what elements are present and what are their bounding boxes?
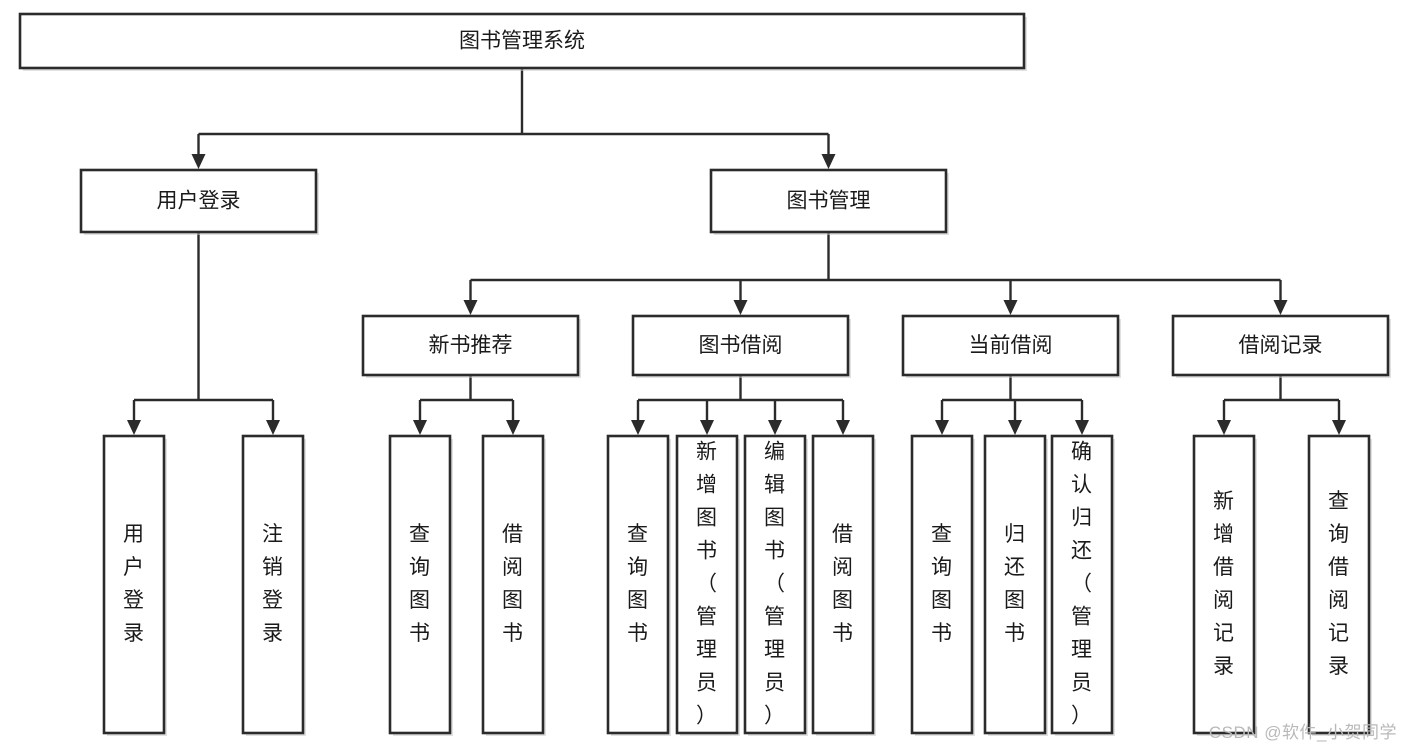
node-box[interactable] xyxy=(901,314,1120,377)
node-box[interactable] xyxy=(675,434,739,735)
node-box[interactable] xyxy=(1307,434,1371,735)
node-current-borrow[interactable]: 当前借阅 xyxy=(901,314,1121,378)
node-box[interactable] xyxy=(481,434,545,735)
node-label: 借阅图书 xyxy=(502,523,524,645)
node-box[interactable] xyxy=(743,434,807,735)
arrow-head xyxy=(127,420,141,435)
node-label: 借阅记录 xyxy=(1239,334,1323,357)
arrow-head xyxy=(631,420,645,435)
node-label: 借阅图书 xyxy=(832,523,854,645)
arrow-head xyxy=(935,420,949,435)
node-label: 图书管理 xyxy=(787,190,871,213)
node-label: 编辑图书（管理员） xyxy=(764,440,786,727)
arrow-head xyxy=(506,420,520,435)
node-leaf-borrow-book-2[interactable]: 借阅图书 xyxy=(811,434,876,736)
node-label: 查询图书 xyxy=(627,523,649,645)
arrow-head xyxy=(768,420,782,435)
node-label: 注销登录 xyxy=(262,523,284,645)
arrow-head xyxy=(266,420,280,435)
node-book-borrow[interactable]: 图书借阅 xyxy=(631,314,851,378)
node-box[interactable] xyxy=(1192,434,1256,735)
node-label: 新书推荐 xyxy=(429,334,513,357)
node-box[interactable] xyxy=(1050,434,1114,735)
node-box[interactable] xyxy=(606,434,670,735)
node-leaf-query-record[interactable]: 查询借阅记录 xyxy=(1307,434,1372,736)
node-label: 查询借阅记录 xyxy=(1328,490,1350,678)
edge-group-book-borrow xyxy=(631,375,850,435)
arrow-head xyxy=(821,154,836,169)
node-box[interactable] xyxy=(102,434,166,735)
edge-group-root xyxy=(191,68,836,169)
node-box[interactable] xyxy=(18,12,1026,70)
node-box[interactable] xyxy=(361,314,580,377)
node-label: 查询图书 xyxy=(931,523,953,645)
arrow-head xyxy=(1003,300,1018,315)
arrow-head xyxy=(1008,420,1022,435)
node-book-manage[interactable]: 图书管理 xyxy=(709,168,949,235)
node-root[interactable]: 图书管理系统 xyxy=(18,12,1027,71)
arrow-head xyxy=(836,420,850,435)
arrow-head xyxy=(1332,420,1346,435)
node-label: 图书管理系统 xyxy=(459,30,585,53)
arrow-head xyxy=(733,300,748,315)
node-label: 归还图书 xyxy=(1004,523,1026,645)
node-box[interactable] xyxy=(709,168,948,234)
node-leaf-return-book[interactable]: 归还图书 xyxy=(983,434,1048,736)
arrow-head xyxy=(700,420,714,435)
node-leaf-query-book-1[interactable]: 查询图书 xyxy=(388,434,453,736)
arrow-head xyxy=(1217,420,1231,435)
node-leaf-confirm-return[interactable]: 确认归还（管理员） xyxy=(1050,434,1115,736)
edge-group-user-login xyxy=(127,232,280,435)
edge-group-new-book-recommend xyxy=(413,375,520,435)
nodes-layer: 图书管理系统用户登录图书管理新书推荐图书借阅当前借阅借阅记录用户登录注销登录查询… xyxy=(18,12,1391,736)
node-box[interactable] xyxy=(241,434,305,735)
node-box[interactable] xyxy=(983,434,1047,735)
node-label: 新增借阅记录 xyxy=(1213,490,1235,678)
node-leaf-query-book-3[interactable]: 查询图书 xyxy=(910,434,975,736)
node-box[interactable] xyxy=(388,434,452,735)
node-label: 用户登录 xyxy=(123,523,145,645)
edge-group-book-manage xyxy=(463,232,1288,315)
arrow-head xyxy=(463,300,478,315)
node-borrow-record[interactable]: 借阅记录 xyxy=(1171,314,1391,378)
node-label: 查询图书 xyxy=(409,523,431,645)
node-label: 图书借阅 xyxy=(699,334,783,357)
node-box[interactable] xyxy=(79,168,318,234)
node-leaf-add-book[interactable]: 新增图书（管理员） xyxy=(675,434,740,736)
edge-group-borrow-record xyxy=(1217,375,1346,435)
node-leaf-edit-book[interactable]: 编辑图书（管理员） xyxy=(743,434,808,736)
node-label: 当前借阅 xyxy=(969,334,1053,357)
node-user-login[interactable]: 用户登录 xyxy=(79,168,319,235)
node-new-book-recommend[interactable]: 新书推荐 xyxy=(361,314,581,378)
node-leaf-logout[interactable]: 注销登录 xyxy=(241,434,306,736)
node-box[interactable] xyxy=(631,314,850,377)
arrow-head xyxy=(1273,300,1288,315)
node-leaf-query-book-2[interactable]: 查询图书 xyxy=(606,434,671,736)
node-leaf-user-login[interactable]: 用户登录 xyxy=(102,434,167,736)
arrow-head xyxy=(413,420,427,435)
arrow-head xyxy=(1075,420,1089,435)
node-label: 用户登录 xyxy=(157,190,241,213)
node-box[interactable] xyxy=(811,434,875,735)
edge-group-current-borrow xyxy=(935,375,1089,435)
node-box[interactable] xyxy=(1171,314,1390,377)
node-leaf-add-record[interactable]: 新增借阅记录 xyxy=(1192,434,1257,736)
node-leaf-borrow-book-1[interactable]: 借阅图书 xyxy=(481,434,546,736)
connectors-layer xyxy=(127,68,1346,435)
node-label: 新增图书（管理员） xyxy=(696,440,718,727)
arrow-head xyxy=(191,154,206,169)
node-box[interactable] xyxy=(910,434,974,735)
node-label: 确认归还（管理员） xyxy=(1071,440,1093,727)
